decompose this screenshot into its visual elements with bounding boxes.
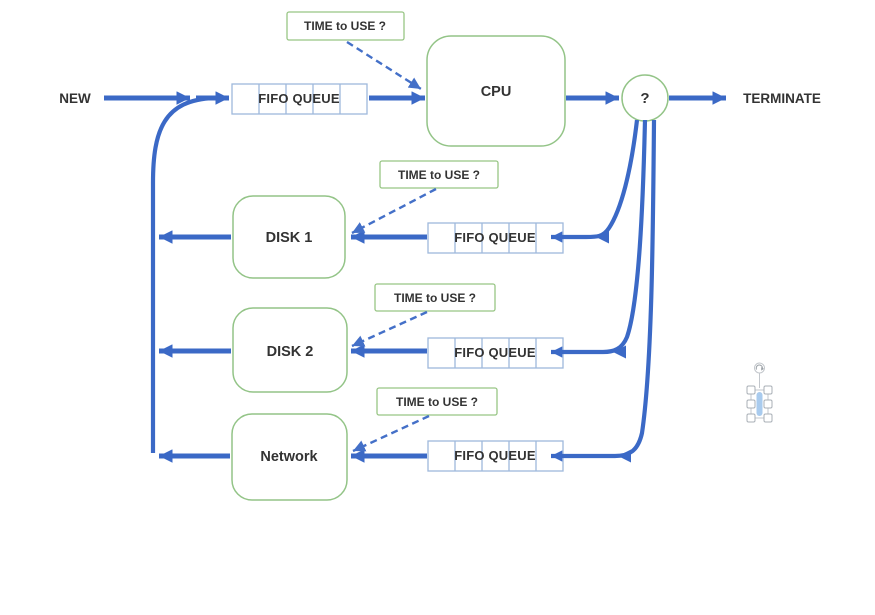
queue-box [231, 83, 368, 115]
time-to-use-label: TIME to USE ? [398, 168, 480, 182]
time-to-use-dashed-arrow-disk1 [351, 187, 437, 235]
queue-box [427, 440, 564, 472]
router-label: ? [640, 90, 649, 107]
recycle-loop-line [150, 95, 215, 453]
resize-handle[interactable] [746, 385, 756, 395]
disk1-fifo-queue [427, 222, 564, 254]
time-to-use-dashed-arrow-network [352, 414, 430, 453]
time-to-use-box-disk1 [379, 160, 499, 189]
time-to-use-label: TIME to USE ? [304, 19, 386, 33]
mid-arrowhead [596, 230, 609, 244]
router-to-disk2-queue-arrow [551, 119, 648, 358]
queue-box [427, 222, 564, 254]
exit-label: TERMINATE [743, 91, 821, 106]
network-label: Network [260, 449, 318, 465]
router-to-disk1-queue-arrow [551, 119, 640, 243]
disk2-label: DISK 2 [267, 344, 314, 360]
cpu-node [426, 35, 566, 147]
time-to-use-box-disk2 [374, 283, 496, 312]
time-to-use-dashed-arrow-disk2 [351, 310, 428, 348]
resize-handle[interactable] [763, 399, 773, 409]
rotate-arrow-glyph [755, 364, 763, 370]
network-node [231, 413, 348, 501]
time-to-use-label: TIME to USE ? [396, 395, 478, 409]
resize-handle[interactable] [763, 385, 773, 395]
resize-handle[interactable] [763, 413, 773, 423]
selection-handles[interactable] [746, 362, 773, 423]
cpu-fifo-queue [231, 83, 368, 115]
disk2-node [232, 307, 348, 393]
fifo-queue-label: FIFO QUEUE [454, 448, 536, 463]
entry-label: NEW [59, 91, 91, 106]
router-to-network-queue-arrow [551, 119, 657, 462]
time-to-use-box-cpu [286, 11, 405, 41]
mid-arrowhead [618, 449, 631, 463]
disk1-node [232, 195, 346, 279]
fifo-queue-label: FIFO QUEUE [258, 91, 340, 106]
fifo-queue-label: FIFO QUEUE [454, 345, 536, 360]
selected-bar[interactable] [756, 392, 763, 416]
time-to-use-dashed-arrow-cpu [346, 40, 422, 91]
disk1-label: DISK 1 [266, 230, 313, 246]
mid-arrowhead [613, 345, 626, 359]
fifo-queue-label: FIFO QUEUE [454, 230, 536, 245]
time-to-use-box-network [376, 387, 498, 416]
network-fifo-queue [427, 440, 564, 472]
resize-handle[interactable] [746, 413, 756, 423]
rotate-arrow-tip [761, 367, 764, 371]
cpu-label: CPU [481, 84, 512, 100]
resize-handle[interactable] [746, 399, 756, 409]
time-to-use-label: TIME to USE ? [394, 291, 476, 305]
